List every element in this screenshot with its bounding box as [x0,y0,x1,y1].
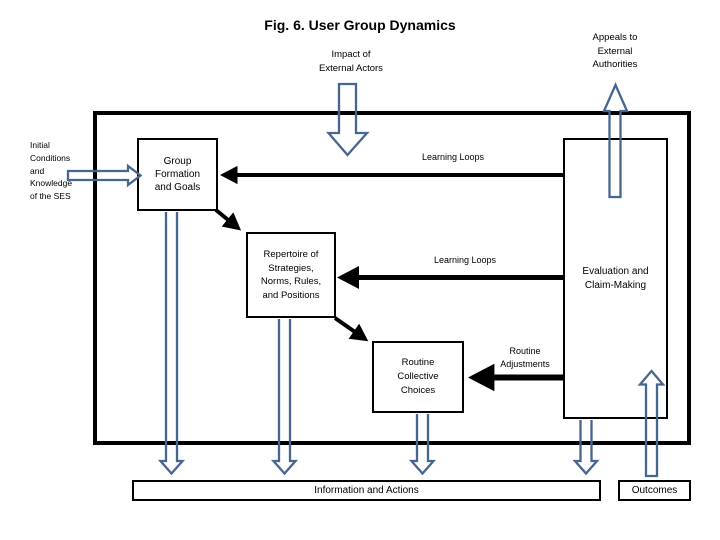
learning-loops-top-label: Learning Loops [421,152,485,162]
routine-collective-choices-box-label: Routine Collective Choices [397,357,439,396]
repertoire-box: Repertoire of Strategies, Norms, Rules, … [246,232,336,318]
routine-adjustments-label: Routine Adjustments [500,346,550,369]
group-formation-box-label: Group Formation and Goals [154,156,201,193]
impact-external-actors-label: Impact of External Actors [319,49,383,74]
evaluation-claim-making-box: Evaluation and Claim-Making [563,138,668,419]
learning-loops-mid-label: Learning Loops [433,255,497,265]
group-formation-box: Group Formation and Goals [137,138,218,211]
information-and-actions-box: Information and Actions [132,480,601,501]
outcomes-box-label: Outcomes [631,485,678,496]
routine-collective-choices-box: Routine Collective Choices [372,341,464,413]
system-boundary-rect [93,111,691,445]
information-and-actions-box-label: Information and Actions [314,485,419,496]
initial-conditions-label: Initial Conditions and Knowledge of the … [30,140,73,202]
figure-title: Fig. 6. User Group Dynamics [264,17,456,33]
repertoire-box-label: Repertoire of Strategies, Norms, Rules, … [260,249,322,301]
evaluation-claim-making-box-label: Evaluation and Claim-Making [582,265,649,291]
outcomes-box: Outcomes [618,480,691,501]
appeals-external-authorities-label: Appeals to External Authorities [592,32,638,70]
